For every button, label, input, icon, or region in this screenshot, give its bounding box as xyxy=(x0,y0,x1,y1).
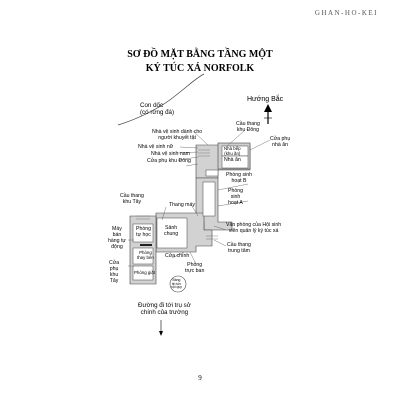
disabled-toilet-line2: người khuyết tật xyxy=(158,135,196,141)
plan-title-line1: SƠ ĐỒ MẶT BẰNG TẦNG MỘT xyxy=(127,49,273,60)
hill-label-line2: (có rừng đá) xyxy=(140,109,175,116)
kitchen-door-line2: nhà ăn xyxy=(272,142,289,148)
central-stair-line2: trung tâm xyxy=(228,248,250,254)
page-header: GHAN-HO-KEI xyxy=(314,9,378,17)
activity-a-line3: hoạt A xyxy=(228,200,243,206)
laundry-room-label: Phòng thay bên xyxy=(137,250,154,260)
west-side-door-line1: Cửa xyxy=(109,260,120,266)
west-stair-line1: Cầu thang xyxy=(120,193,144,199)
activity-a-label: Phòng sinh hoạt A xyxy=(228,188,243,206)
kitchen-door-line1: Cửa phụ xyxy=(270,136,291,142)
bulletin-label: Bảng tin tức nội quy xyxy=(171,278,182,290)
activity-a-line2: sinh xyxy=(230,194,241,200)
kitchen-room-line1: Nhà bếp xyxy=(224,146,241,151)
east-side-door-label: Cửa phụ khu Đông xyxy=(147,158,191,164)
laundry-room-line1: Phòng xyxy=(139,250,152,255)
vending-line2: bán xyxy=(112,232,122,238)
kitchen-room-label: Nhà bếp (khu ăn) xyxy=(224,146,241,156)
duty-room-line1: Phòng xyxy=(187,262,203,268)
hill-label: Con dốc (có rừng đá) xyxy=(140,102,174,116)
central-stair-label: Cầu thang trung tâm xyxy=(227,242,251,254)
bulletin-board-icon xyxy=(169,275,187,293)
east-stair-label: Cầu thang khu Đông xyxy=(236,121,260,133)
west-stair-line2: khu Tây xyxy=(122,199,142,205)
female-toilet-label: Nhà vệ sinh nữ xyxy=(138,144,174,150)
lobby-line1: Sảnh xyxy=(165,225,178,231)
duty-room-label: Phòng trực ban xyxy=(185,262,204,274)
activity-b-line2: hoạt B xyxy=(231,178,247,184)
laundry2-label: Phòng giặt xyxy=(134,270,155,275)
bulletin-line2: tin tức xyxy=(171,281,182,286)
main-door-label: Cửa chính xyxy=(165,253,190,259)
council-office-line2: viên quản lý ký túc xá xyxy=(228,228,279,234)
hill-curve xyxy=(117,73,205,126)
lobby-label: Sảnh chung xyxy=(164,225,178,237)
council-office-label: Văn phòng của Hội sinh viên quản lý ký t… xyxy=(226,222,281,234)
activity-a-line1: Phòng xyxy=(228,188,244,194)
study-room-line2: tự học xyxy=(136,232,151,238)
activity-b-label: Phòng sinh hoạt B xyxy=(226,172,252,184)
elevator-label: Thang máy xyxy=(169,202,195,208)
north-arrow-icon xyxy=(264,104,272,124)
hill-label-line1: Con dốc xyxy=(140,102,164,109)
main-campus-path-label: Đường đi tới trụ sở chính của trường xyxy=(138,302,191,316)
east-stair-line2: khu Đông xyxy=(236,127,260,133)
north-label: Hướng Bắc xyxy=(247,96,284,103)
study-room-line1: Phòng xyxy=(136,226,152,232)
vending-label: Máy bán hàng tự động xyxy=(108,226,126,250)
activity-b-line1: Phòng sinh xyxy=(226,172,252,178)
east-stair-line1: Cầu thang xyxy=(236,121,260,127)
lobby-line2: chung xyxy=(164,231,179,237)
disabled-toilet-line1: Nhà vệ sinh dành cho xyxy=(152,129,203,135)
male-toilet-label: Nhà vệ sinh nam xyxy=(151,151,190,157)
main-campus-path-line2: chính của trường xyxy=(140,309,189,316)
council-office-line1: Văn phòng của Hội sinh xyxy=(226,222,282,228)
west-side-door-line2: phụ xyxy=(109,266,119,272)
study-room-label: Phòng tự học xyxy=(136,226,151,238)
laundry-room-line2: thay bên xyxy=(137,255,154,260)
west-stair-label: Cầu thang khu Tây xyxy=(120,193,144,205)
disabled-toilet-label: Nhà vệ sinh dành cho người khuyết tật xyxy=(152,129,202,141)
central-stair-line1: Cầu thang xyxy=(227,242,251,248)
west-side-door-line3: khu xyxy=(109,272,119,278)
duty-room-line2: trực ban xyxy=(185,268,205,274)
dining-room-label: Nhà ăn xyxy=(224,157,241,163)
plan-title-line2: KÝ TÚC XÁ NORFOLK xyxy=(145,63,255,74)
page-number: 9 xyxy=(198,374,202,382)
vending-line1: Máy xyxy=(112,226,122,232)
kitchen-door-label: Cửa phụ nhà ăn xyxy=(270,136,290,148)
vending-line4: động xyxy=(111,244,123,250)
bulletin-line1: Bảng xyxy=(172,278,181,282)
kitchen-room-line2: (khu ăn) xyxy=(224,151,241,156)
west-side-door-line4: Tây xyxy=(109,278,119,284)
west-side-door-label: Cửa phụ khu Tây xyxy=(109,260,119,284)
main-campus-path-line1: Đường đi tới trụ sở xyxy=(138,302,191,309)
bulletin-line3: nội quy xyxy=(171,285,182,290)
vending-line3: hàng tự xyxy=(108,238,126,244)
